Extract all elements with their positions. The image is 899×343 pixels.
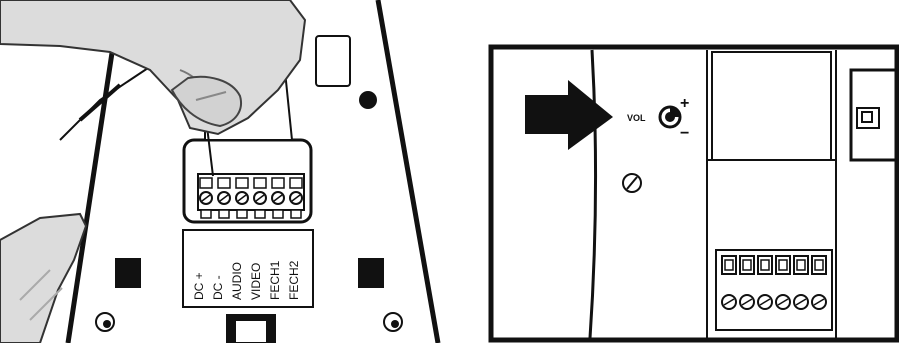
detail-screw-icon bbox=[812, 295, 826, 309]
label-fech2: FECH2 bbox=[287, 260, 301, 300]
terminal-clamp bbox=[201, 210, 211, 218]
terminal-pin bbox=[290, 178, 302, 188]
detail-screw-icon bbox=[794, 295, 808, 309]
screw-terminal-icon bbox=[272, 192, 284, 204]
terminal-clamp bbox=[255, 210, 265, 218]
detail-terminal-slot bbox=[797, 260, 805, 270]
screw-terminal-icon bbox=[236, 192, 248, 204]
screw-terminal-icon bbox=[218, 192, 230, 204]
bottom-slot-inner bbox=[235, 320, 267, 343]
bottom-hole-left bbox=[96, 313, 114, 331]
detail-screw-icon bbox=[740, 295, 754, 309]
terminal-pin bbox=[200, 178, 212, 188]
wire-icon-2 bbox=[80, 85, 120, 120]
detail-screw-icon bbox=[776, 295, 790, 309]
adjust-screw-icon bbox=[623, 174, 641, 192]
detail-terminal-slot bbox=[779, 260, 787, 270]
terminal-pin bbox=[236, 178, 248, 188]
terminal-clamp bbox=[273, 210, 283, 218]
terminal-pin bbox=[218, 178, 230, 188]
screw-terminal-icon bbox=[254, 192, 266, 204]
terminal-pin bbox=[272, 178, 284, 188]
right-panel: VOL + − bbox=[491, 47, 897, 340]
detail-terminal-slot bbox=[815, 260, 823, 270]
screw-terminal-icon bbox=[200, 192, 212, 204]
top-slot bbox=[316, 36, 350, 86]
label-audio: AUDIO bbox=[230, 262, 244, 300]
terminal-clamp bbox=[219, 210, 229, 218]
label-fech1: FECH1 bbox=[268, 260, 282, 300]
detail-terminal-slot bbox=[761, 260, 769, 270]
detail-screw-icon bbox=[722, 295, 736, 309]
detail-terminal-block bbox=[716, 250, 832, 330]
mount-square-left bbox=[115, 258, 141, 288]
screw-terminal-icon bbox=[290, 192, 302, 204]
label-video: VIDEO bbox=[249, 263, 263, 300]
inner-compartment-top bbox=[712, 52, 831, 160]
terminal-pin bbox=[254, 178, 266, 188]
volume-minus-sign: − bbox=[680, 125, 689, 142]
mounting-hole-top bbox=[359, 91, 377, 109]
volume-plus-sign: + bbox=[680, 95, 689, 112]
detail-screw-icon bbox=[758, 295, 772, 309]
left-panel: DC + DC - AUDIO VIDEO FECH1 FECH2 bbox=[0, 0, 438, 343]
side-latch bbox=[851, 70, 896, 160]
volume-label: VOL bbox=[627, 113, 646, 123]
label-dc-minus: DC - bbox=[211, 275, 225, 300]
detail-terminal-slot bbox=[725, 260, 733, 270]
detail-terminal-slot bbox=[743, 260, 751, 270]
mount-square-right bbox=[358, 258, 384, 288]
volume-knob-icon bbox=[660, 107, 680, 127]
terminal-clamp bbox=[237, 210, 247, 218]
bottom-hole-right bbox=[384, 313, 402, 331]
label-dc-plus: DC + bbox=[192, 272, 206, 300]
terminal-clamp bbox=[291, 210, 301, 218]
